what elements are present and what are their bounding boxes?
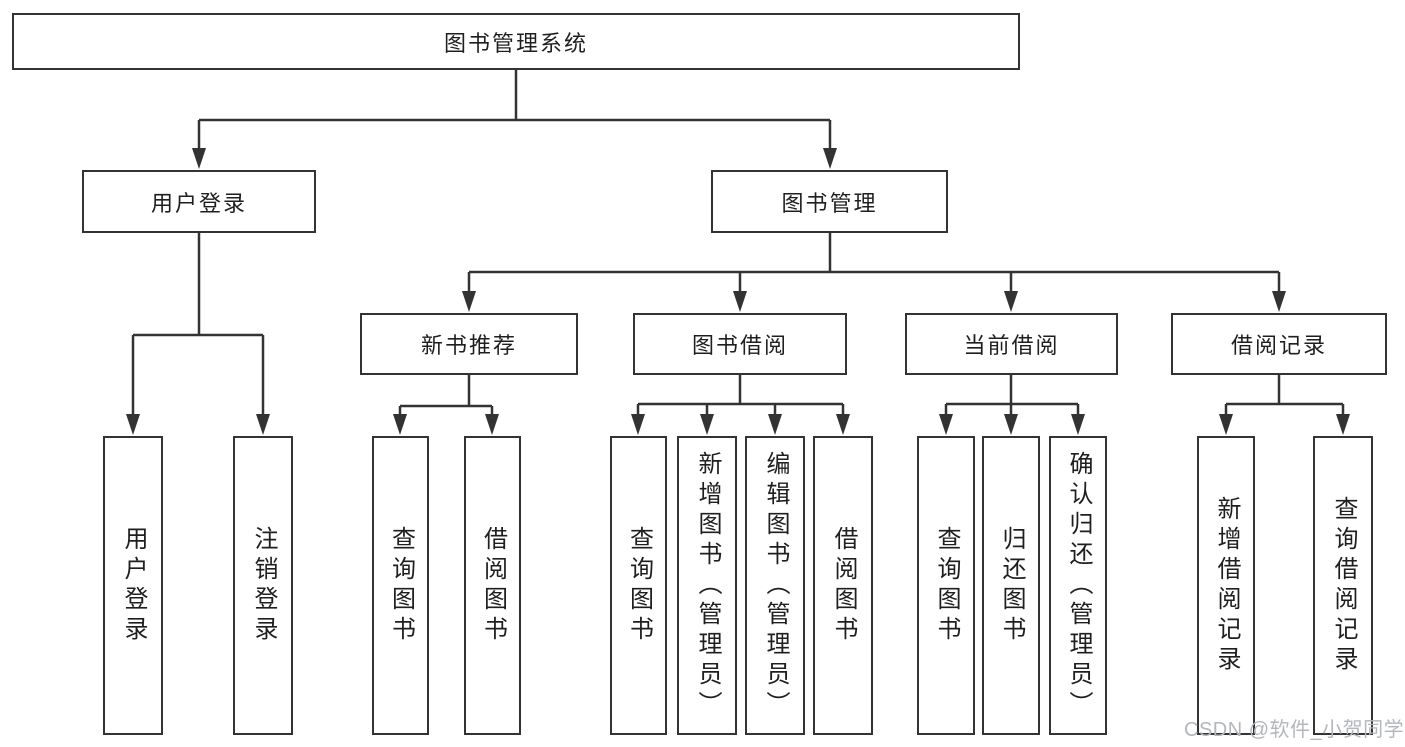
node-query-books-current-label: 查询图书 xyxy=(933,525,960,646)
node-query-borrow-record-label: 查询借阅记录 xyxy=(1330,495,1357,676)
node-query-books-recommend-label: 查询图书 xyxy=(387,525,415,646)
node-borrow-books-leaf-label: 借阅图书 xyxy=(830,525,857,646)
node-current-borrow: 当前借阅 xyxy=(905,313,1118,375)
node-return-books: 归还图书 xyxy=(982,436,1040,735)
node-root: 图书管理系统 xyxy=(12,13,1020,70)
csdn-watermark: CSDN @软件_小贺同学 xyxy=(1184,719,1405,741)
connector-borrow-records-children xyxy=(1224,375,1345,418)
node-current-borrow-label: 当前借阅 xyxy=(963,333,1060,358)
node-book-borrow-label: 图书借阅 xyxy=(691,333,788,358)
node-query-books-borrow: 查询图书 xyxy=(610,436,667,735)
node-return-books-label: 归还图书 xyxy=(998,525,1025,646)
node-edit-books-admin-label: 编辑图书（管理员） xyxy=(762,450,789,721)
connector-root-to-level2 xyxy=(197,70,832,152)
node-add-borrow-record: 新增借阅记录 xyxy=(1197,436,1255,735)
node-root-label: 图书管理系统 xyxy=(443,30,588,56)
arrowheads-level4 xyxy=(393,414,1350,435)
node-add-books-admin: 新增图书（管理员） xyxy=(677,436,737,735)
node-logout-label: 注销登录 xyxy=(250,525,277,646)
node-query-borrow-record: 查询借阅记录 xyxy=(1313,436,1373,735)
node-add-books-admin-label: 新增图书（管理员） xyxy=(694,450,721,721)
connector-current-borrow-children xyxy=(944,375,1080,418)
node-borrow-books-recommend: 借阅图书 xyxy=(464,436,521,735)
node-user-login-leaf-label: 用户登录 xyxy=(120,525,147,646)
connector-book-borrow-children xyxy=(636,375,845,418)
node-logout: 注销登录 xyxy=(233,436,293,735)
node-user-login-label: 用户登录 xyxy=(150,190,247,216)
node-user-login-leaf: 用户登录 xyxy=(103,436,163,735)
node-confirm-return-admin: 确认归还（管理员） xyxy=(1049,436,1107,735)
node-confirm-return-admin-label: 确认归还（管理员） xyxy=(1065,450,1092,721)
node-borrow-records: 借阅记录 xyxy=(1171,313,1387,375)
node-borrow-books-recommend-label: 借阅图书 xyxy=(479,525,507,646)
node-borrow-records-label: 借阅记录 xyxy=(1230,333,1327,358)
connector-book-management-children xyxy=(467,233,1281,295)
arrowheads-user-login-children xyxy=(126,414,270,435)
node-query-books-current: 查询图书 xyxy=(917,436,975,735)
node-new-book-recommend: 新书推荐 xyxy=(360,313,578,375)
arrowheads-level3 xyxy=(462,291,1286,312)
node-user-login: 用户登录 xyxy=(82,170,316,233)
node-edit-books-admin: 编辑图书（管理员） xyxy=(745,436,805,735)
node-borrow-books-leaf: 借阅图书 xyxy=(813,436,873,735)
node-add-borrow-record-label: 新增借阅记录 xyxy=(1213,495,1240,676)
arrowheads-level2 xyxy=(192,148,837,169)
node-query-books-recommend: 查询图书 xyxy=(372,436,429,735)
connector-new-book-children xyxy=(398,375,494,418)
node-query-books-borrow-label: 查询图书 xyxy=(625,525,653,646)
node-book-borrow: 图书借阅 xyxy=(633,313,847,375)
connector-user-login-children xyxy=(131,233,265,418)
node-new-book-recommend-label: 新书推荐 xyxy=(420,333,517,358)
node-book-management: 图书管理 xyxy=(711,170,948,233)
node-book-management-label: 图书管理 xyxy=(781,190,878,216)
